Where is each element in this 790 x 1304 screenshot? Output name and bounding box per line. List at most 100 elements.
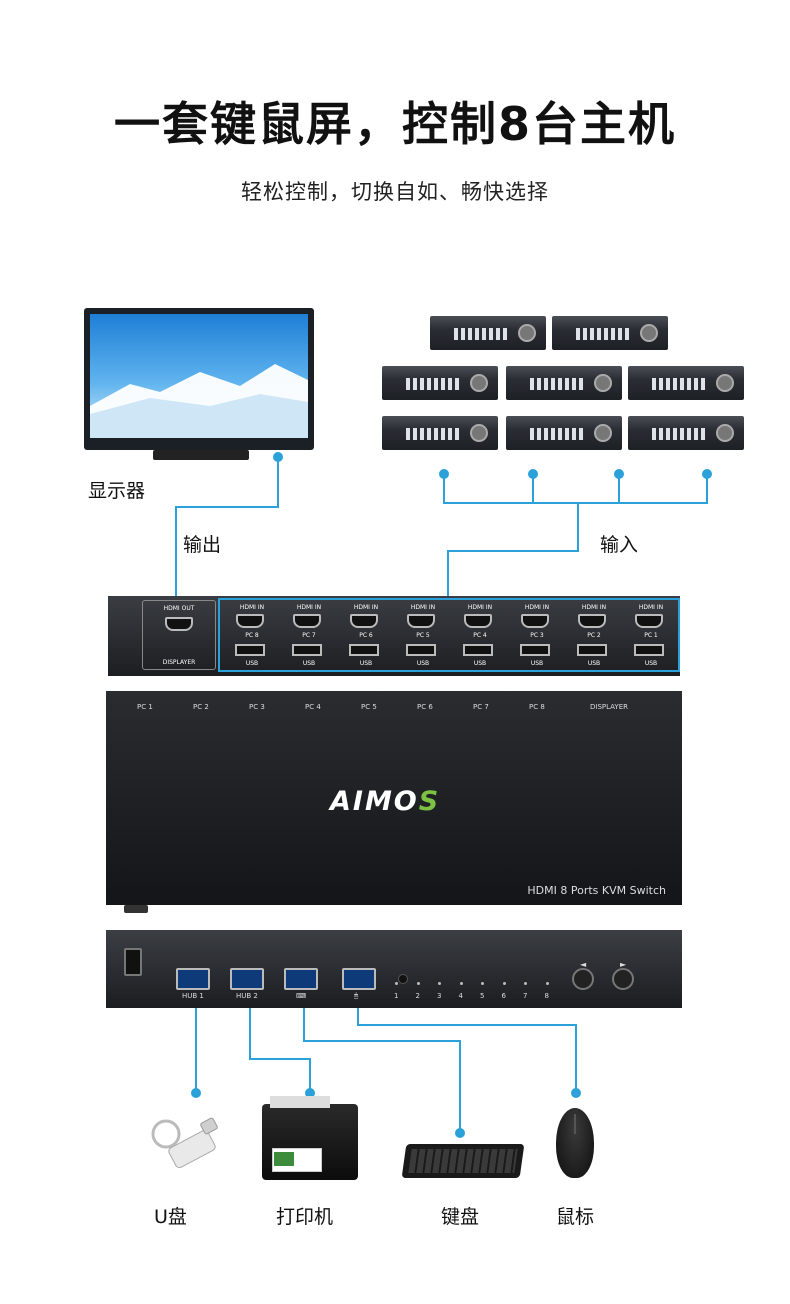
channel-led bbox=[395, 982, 398, 985]
hub2-label: HUB 2 bbox=[236, 992, 258, 1000]
usb-port-icon bbox=[349, 644, 379, 656]
connector-line bbox=[447, 550, 579, 552]
connector-line bbox=[175, 506, 279, 508]
hdmi-port-icon bbox=[464, 614, 492, 628]
power-switch[interactable] bbox=[124, 948, 142, 976]
connector-line bbox=[303, 1008, 305, 1042]
monitor-label: 显示器 bbox=[88, 480, 146, 502]
hdmi-in-ports: HDMI IN PC 8 USB HDMI IN PC 7 USB HDMI IN PC 6 U… bbox=[218, 598, 680, 672]
ir-sensor bbox=[398, 974, 408, 984]
connector-dot bbox=[305, 1088, 315, 1098]
pc-port-label: PC 4 bbox=[473, 632, 487, 639]
host-device bbox=[430, 316, 546, 350]
connector-line bbox=[443, 476, 445, 504]
hdmi-in-label: HDMI IN bbox=[296, 604, 322, 611]
udisk-image bbox=[150, 1108, 220, 1174]
channel-led bbox=[524, 982, 527, 985]
pc-port-label: PC 7 bbox=[302, 632, 316, 639]
brand-logo: AIMOS bbox=[330, 786, 441, 817]
host-device bbox=[552, 316, 668, 350]
connector-line bbox=[447, 550, 449, 598]
channel-led bbox=[438, 982, 441, 985]
monitor-stand bbox=[153, 450, 249, 460]
host-device bbox=[382, 416, 498, 450]
hdmi-port-icon bbox=[165, 617, 193, 631]
hdmi-port-icon bbox=[407, 614, 435, 628]
hdmi-port-icon bbox=[521, 614, 549, 628]
host-device bbox=[382, 366, 498, 400]
connector-dot bbox=[439, 469, 449, 479]
connector-dot bbox=[702, 469, 712, 479]
hdmi-port-icon bbox=[293, 614, 321, 628]
host-device bbox=[628, 416, 744, 450]
next-button[interactable] bbox=[612, 968, 634, 990]
connector-line bbox=[303, 1040, 461, 1042]
connector-line bbox=[309, 1058, 311, 1090]
connector-dot bbox=[273, 452, 283, 462]
channel-led bbox=[416, 982, 420, 985]
right-arrow-icon: ► bbox=[620, 960, 627, 969]
hdmi-in-label: HDMI IN bbox=[467, 604, 493, 611]
connector-line bbox=[532, 476, 534, 504]
mouse-image bbox=[556, 1108, 594, 1178]
mouse-port-icon: 🖱 bbox=[354, 992, 359, 1000]
keyboard-port-icon: ⌨ bbox=[296, 992, 307, 1000]
connector-line bbox=[357, 1008, 359, 1026]
top-pc-label: PC 6 bbox=[417, 703, 433, 711]
usb-hub1-port[interactable] bbox=[176, 968, 210, 990]
usb-label: USB bbox=[416, 660, 430, 667]
usb-port-icon bbox=[292, 644, 322, 656]
hdmi-out-port: HDMI OUT DISPLAYER bbox=[142, 600, 216, 670]
pc-port-label: PC 2 bbox=[587, 632, 601, 639]
channel-number: 8 bbox=[544, 992, 549, 1000]
pc-port-label: PC 8 bbox=[245, 632, 259, 639]
connector-dot bbox=[614, 469, 624, 479]
connector-line bbox=[175, 506, 177, 598]
hdmi-in-label: HDMI IN bbox=[353, 604, 379, 611]
device-foot bbox=[124, 905, 148, 913]
connector-line bbox=[277, 458, 279, 508]
usb-label: USB bbox=[530, 660, 544, 667]
usb-label: USB bbox=[302, 660, 316, 667]
mouse-label: 鼠标 bbox=[556, 1206, 595, 1228]
pc-port-label: PC 1 bbox=[644, 632, 658, 639]
output-label: 输出 bbox=[183, 534, 222, 556]
page-title: 一套键鼠屏，控制8台主机 bbox=[113, 97, 676, 151]
channel-led bbox=[545, 982, 549, 985]
model-label: HDMI 8 Ports KVM Switch bbox=[527, 884, 666, 897]
hdmi-in-label: HDMI IN bbox=[638, 604, 664, 611]
channel-led bbox=[459, 982, 463, 985]
usb-port-icon bbox=[406, 644, 436, 656]
usb-mouse-port[interactable] bbox=[342, 968, 376, 990]
page-subtitle: 轻松控制，切换自如、畅快选择 bbox=[241, 180, 549, 204]
printer-label: 打印机 bbox=[276, 1206, 334, 1228]
usb-label: USB bbox=[587, 660, 601, 667]
top-pc-label: PC 7 bbox=[473, 703, 489, 711]
usb-port-icon bbox=[577, 644, 607, 656]
hdmi-in-label: HDMI IN bbox=[524, 604, 550, 611]
printer-image bbox=[262, 1096, 358, 1180]
hdmi-in-port: HDMI IN PC 7 USB bbox=[283, 602, 335, 670]
usb-label: USB bbox=[245, 660, 259, 667]
hub1-label: HUB 1 bbox=[182, 992, 204, 1000]
pc-port-label: PC 6 bbox=[359, 632, 373, 639]
prev-button[interactable] bbox=[572, 968, 594, 990]
hdmi-port-icon bbox=[350, 614, 378, 628]
channel-led bbox=[481, 982, 484, 985]
monitor-screen bbox=[90, 314, 308, 438]
usb-port-icon bbox=[463, 644, 493, 656]
hdmi-in-label: HDMI IN bbox=[239, 604, 265, 611]
usb-keyboard-port[interactable] bbox=[284, 968, 318, 990]
top-pc-label: PC 2 bbox=[193, 703, 209, 711]
usb-hub2-port[interactable] bbox=[230, 968, 264, 990]
keyboard-label: 键盘 bbox=[441, 1206, 480, 1228]
connector-line bbox=[459, 1040, 461, 1130]
connector-line bbox=[575, 1024, 577, 1090]
